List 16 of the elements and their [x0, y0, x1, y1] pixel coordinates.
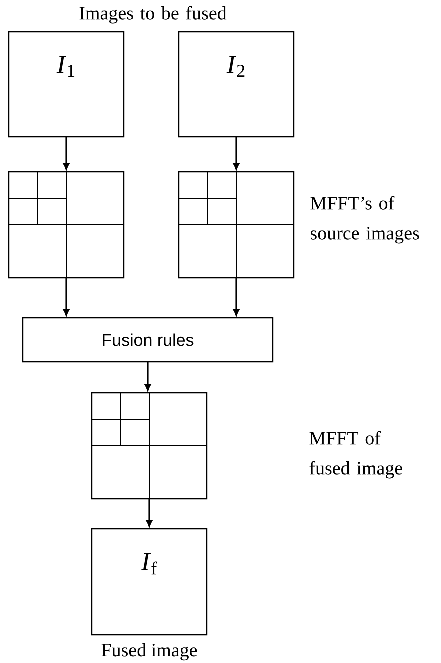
transform-grid — [178, 171, 295, 279]
transform-grid — [8, 171, 125, 279]
text-label: MFFT of fused image — [310, 431, 402, 479]
transform-grid — [91, 392, 208, 500]
arrow — [233, 137, 240, 170]
text-label: Images to be fused — [80, 6, 227, 24]
process-box: Fusion rules — [22, 317, 274, 363]
arrow — [144, 362, 152, 391]
arrow — [146, 499, 153, 527]
node-label: Fused image — [102, 643, 198, 661]
arrow — [63, 278, 70, 316]
arrow — [233, 278, 240, 316]
image-box: I$_{2}$ — [178, 31, 295, 138]
image-box: I$_{f}$ — [91, 528, 208, 636]
image-box: I$_{1}$ — [8, 31, 125, 138]
arrow — [63, 137, 70, 170]
